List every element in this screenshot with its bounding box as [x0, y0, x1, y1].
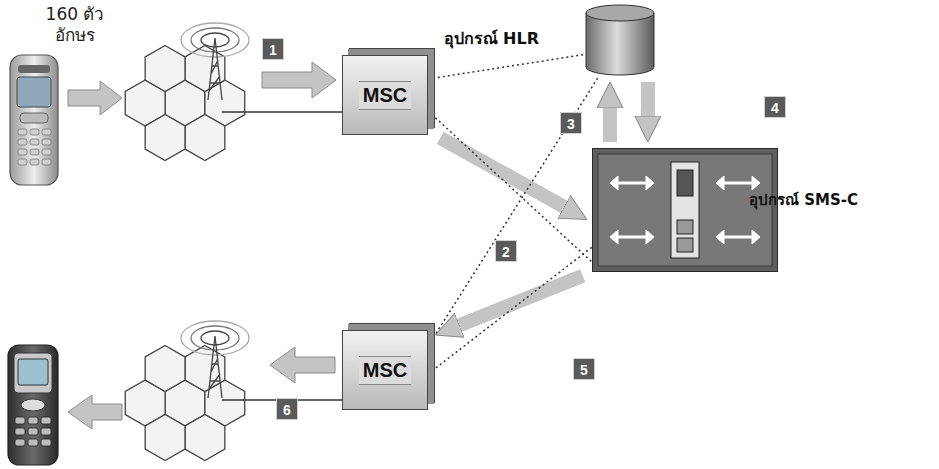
- callout-number: 1: [262, 38, 284, 60]
- dotted-link: [428, 247, 592, 374]
- dotted-link: [428, 54, 585, 79]
- callout-number: 3: [560, 112, 582, 134]
- block-arrow: [603, 108, 617, 142]
- block-arrow: [68, 62, 336, 429]
- dotted-link: [428, 111, 592, 262]
- cell-hexagon: [145, 346, 185, 392]
- cell-hexagon: [145, 415, 185, 461]
- cell-hexagon: [145, 46, 185, 92]
- msc-switch: MSC: [342, 55, 428, 135]
- block-arrow: [641, 82, 655, 116]
- cell-hexagon: [185, 415, 225, 461]
- node-label: MSC: [359, 81, 411, 110]
- callout-number: 6: [276, 398, 298, 420]
- msc-switch: MSC: [342, 330, 428, 410]
- cell-tower: [181, 23, 249, 100]
- cell-hexagon: [145, 115, 185, 161]
- link-line: [222, 111, 342, 113]
- database-cylinder: [585, 4, 655, 76]
- hlr-database: อุปกรณ์ HLR: [585, 4, 655, 76]
- caption-label: 160 ตัวอักษร: [35, 4, 115, 47]
- equipment-label: อุปกรณ์ SMS-C: [749, 188, 935, 212]
- cell-hexagon: [185, 115, 225, 161]
- dotted-link: [428, 76, 599, 346]
- block-arrow: [460, 276, 583, 326]
- callout-number: 5: [573, 358, 595, 380]
- cell-tower: [181, 321, 249, 398]
- mobile-phone: [8, 345, 58, 465]
- callout-number: 2: [495, 240, 517, 262]
- equipment-cabinet: [592, 148, 778, 272]
- callout-number: 4: [764, 96, 786, 118]
- mobile-phone: [10, 55, 58, 185]
- equipment-label: อุปกรณ์ HLR: [409, 26, 539, 51]
- node-label: MSC: [359, 356, 411, 385]
- block-arrow: [440, 138, 564, 207]
- smsc-equipment: อุปกรณ์ SMS-C: [592, 148, 778, 272]
